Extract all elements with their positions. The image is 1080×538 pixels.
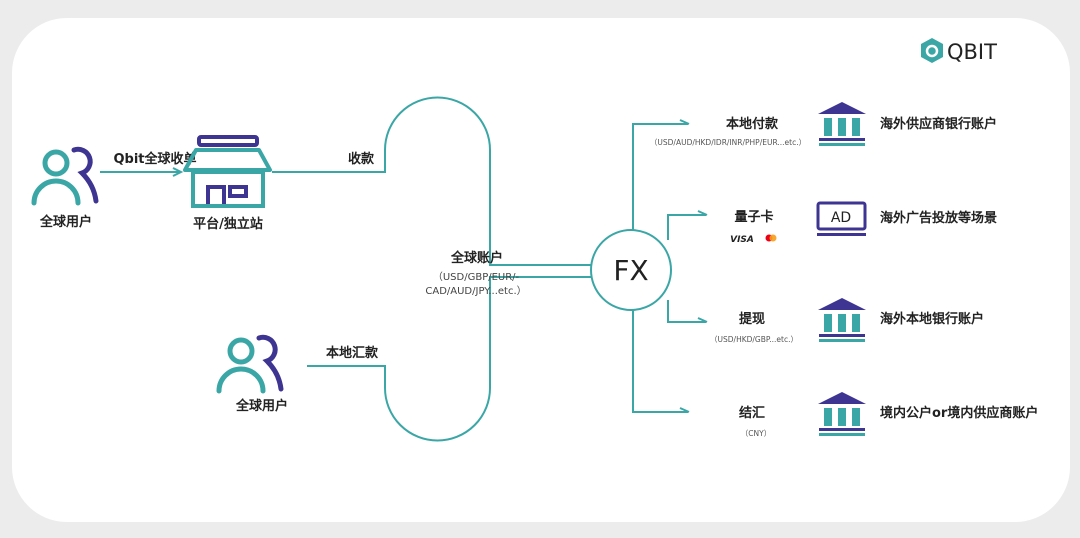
local-remit-label: 本地汇款 — [326, 345, 379, 361]
output-label-settle: 结汇 — [739, 405, 765, 421]
mastercard-icon — [765, 234, 777, 242]
qbit-logo: QBIT — [921, 38, 997, 64]
user-bottom-label: 全球用户 — [235, 398, 288, 414]
target-overseas-supplier: 海外供应商银行账户 — [880, 116, 997, 132]
logo-hex-icon — [921, 38, 943, 63]
flow-top-label: Qbit全球收单 — [113, 151, 196, 167]
card — [12, 18, 1070, 522]
logo-text: QBIT — [947, 40, 997, 64]
arrow-top — [100, 167, 184, 177]
store-label: 平台/独立站 — [193, 216, 263, 232]
target-overseas-bank: 海外本地银行账户 — [880, 311, 984, 327]
ad-screen-icon: AD — [816, 201, 867, 236]
global-account-title: 全球账户 — [450, 250, 503, 266]
fx-branches — [632, 119, 708, 413]
fx-circle — [590, 229, 672, 311]
ad-text: AD — [831, 210, 851, 226]
visa-logo: VISA — [730, 235, 754, 245]
collect-label: 收款 — [348, 151, 375, 167]
global-account-currencies: （USD/GBP/EUR/- — [433, 271, 520, 283]
user-top-label: 全球用户 — [39, 214, 92, 230]
output-sub: （USD/AUD/HKD/IDR/INR/PHP/EUR...etc.） — [650, 138, 806, 147]
output-sub: （CNY） — [741, 429, 771, 438]
collect-flow-line — [272, 96, 592, 266]
target-domestic: 境内公户or境内供应商账户 — [880, 405, 1038, 421]
output-label-card: 量子卡 — [734, 209, 773, 225]
remit-flow-line — [307, 276, 592, 442]
store-icon — [183, 135, 272, 208]
output-label-local-payment: 本地付款 — [726, 116, 779, 132]
output-sub: （USD/HKD/GBP...etc.） — [710, 335, 798, 344]
output-label-withdraw: 提现 — [739, 311, 765, 327]
fx-label: FX — [613, 254, 648, 287]
global-account-currencies: CAD/AUD/JPY...etc.） — [425, 285, 526, 297]
target-ads: 海外广告投放等场景 — [880, 210, 997, 226]
